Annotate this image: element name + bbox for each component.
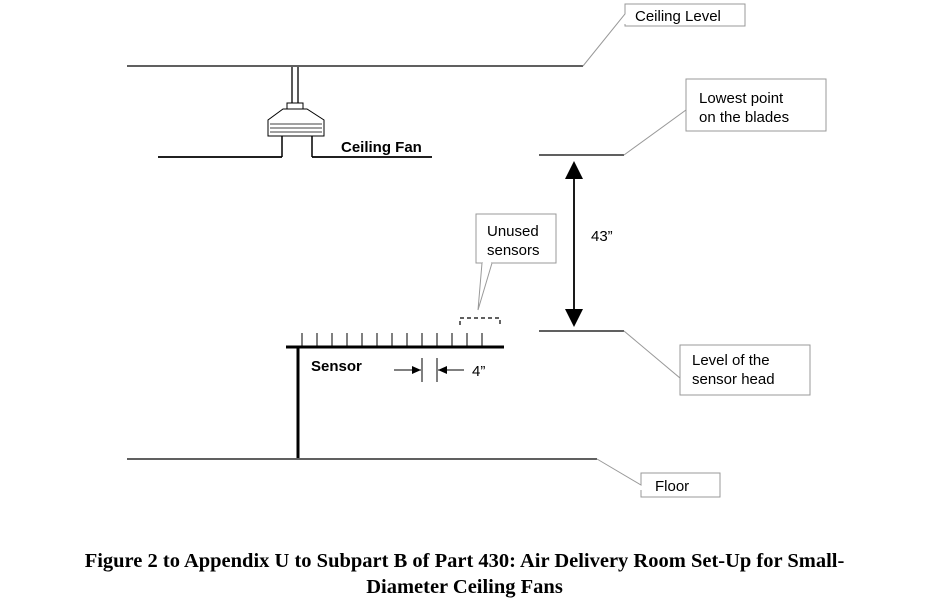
sensor-head-line2: sensor head (692, 371, 775, 388)
unused-sensors-line1: Unused (487, 223, 539, 240)
figure-caption-line2: Diameter Ceiling Fans (366, 576, 563, 598)
sensor-head-line1: Level of the (692, 352, 770, 369)
ceiling-fan-label: Ceiling Fan (341, 139, 422, 156)
lowest-point-line1: Lowest point (699, 90, 784, 107)
sensor-rig (286, 333, 504, 458)
unused-sensors-line2: sensors (487, 242, 540, 259)
ceiling-level-label: Ceiling Level (635, 8, 721, 25)
sensor-label: Sensor (311, 358, 362, 375)
lowest-point-callout: Lowest point on the blades (623, 78, 827, 156)
ceiling-fan (158, 67, 432, 158)
unused-sensors-callout: Unused sensors (475, 213, 557, 311)
figure-caption-line1: Figure 2 to Appendix U to Subpart B of P… (84, 550, 845, 572)
sensor-ticks (301, 333, 483, 347)
lowest-point-line2: on the blades (699, 109, 789, 126)
figure-caption: Figure 2 to Appendix U to Subpart B of P… (0, 548, 929, 600)
floor-label: Floor (655, 478, 689, 495)
height-dimension-label: 43” (591, 228, 613, 245)
floor-callout: Floor (596, 458, 721, 498)
sensor-head-callout: Level of the sensor head (623, 330, 811, 396)
unused-sensors-bracket (459, 317, 501, 325)
sensor-spacing-dimension (394, 358, 464, 382)
ceiling-level-callout: Ceiling Level (582, 3, 746, 67)
sensor-spacing-label: 4” (472, 363, 485, 380)
